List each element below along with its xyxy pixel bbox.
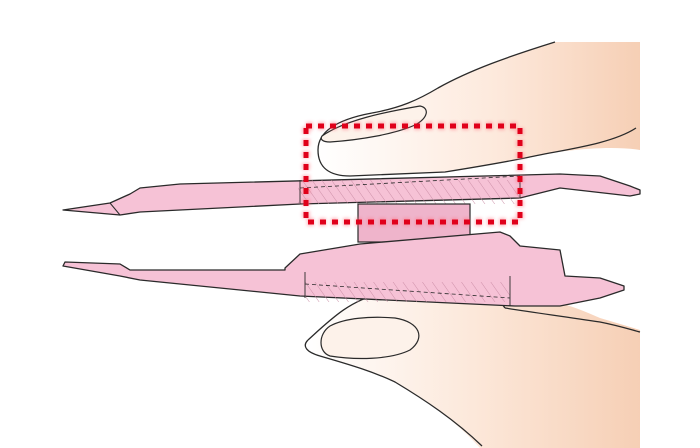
- upper-contact-hatch: [298, 180, 520, 204]
- lower-tweezer-arm: [62, 231, 625, 307]
- lower-finger: [304, 291, 641, 448]
- lower-fingernail: [320, 316, 420, 360]
- upper-tweezer-arm: [62, 173, 641, 216]
- upper-finger: [317, 41, 640, 177]
- lower-contact-hatch: [305, 282, 510, 302]
